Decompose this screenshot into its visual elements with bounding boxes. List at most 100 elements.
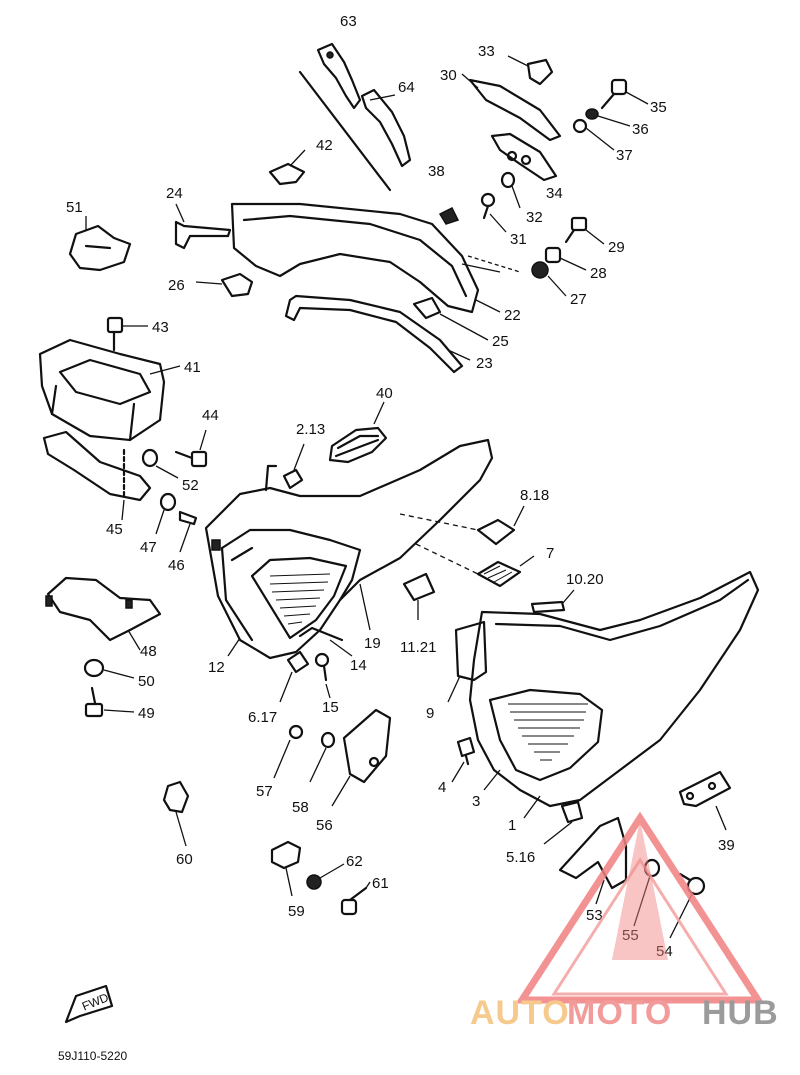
label-9: 9: [426, 705, 434, 722]
damper-26: [195, 272, 254, 298]
washer-36: [585, 108, 631, 127]
label-62: 62: [346, 853, 363, 870]
grommet-2-13: [282, 443, 305, 490]
grommet-38: [438, 206, 460, 225]
clamp-25: [412, 296, 489, 341]
label-14: 14: [350, 657, 367, 674]
label-30: 30: [440, 67, 457, 84]
label-8-18: 8.18: [520, 487, 549, 504]
label-59: 59: [288, 903, 305, 920]
label-58: 58: [292, 799, 309, 816]
bracket-30: [461, 73, 562, 142]
part-labels: 63 64 42 33 30 35 36 37 34 38 32 31 29 2…: [66, 13, 735, 960]
grille: [269, 573, 331, 625]
leader-3: [483, 769, 501, 791]
nut-50: [83, 658, 135, 679]
rod-24: [174, 203, 232, 250]
label-35: 35: [650, 99, 667, 116]
bracket-59: [270, 840, 302, 897]
label-4: 4: [438, 779, 446, 796]
emblem-7: [476, 555, 535, 588]
bracket-34: [490, 132, 558, 182]
collar-52: [141, 448, 179, 479]
screw-15: [314, 652, 331, 699]
label-6-17: 6.17: [248, 709, 277, 726]
label-19: 19: [364, 635, 381, 652]
label-53: 53: [586, 907, 603, 924]
bolt-31: [480, 192, 507, 233]
bolt-29: [564, 216, 605, 245]
bolt-49: [84, 686, 135, 718]
label-60: 60: [176, 851, 193, 868]
label-26: 26: [168, 277, 185, 294]
seal-40: [328, 401, 388, 464]
label-55: 55: [622, 927, 639, 944]
washer-37: [572, 118, 615, 151]
bracket-45: [42, 430, 152, 521]
grommet-6-17: [279, 650, 310, 703]
label-2-13: 2.13: [296, 421, 325, 438]
label-24: 24: [166, 185, 183, 202]
plate-5-16: [543, 800, 584, 845]
battery-box-41: [38, 338, 181, 442]
watermark-auto: AUTO: [470, 994, 570, 1032]
bracket-63: [298, 42, 392, 192]
label-45: 45: [106, 521, 123, 538]
bracket-56: [331, 708, 392, 807]
label-31: 31: [510, 231, 527, 248]
label-34: 34: [546, 185, 563, 202]
label-41: 41: [184, 359, 201, 376]
bolt-4: [451, 736, 476, 783]
label-47: 47: [140, 539, 157, 556]
label-57: 57: [256, 783, 273, 800]
hook-60: [162, 780, 190, 847]
side-cover-left-12: [204, 438, 494, 660]
diagram-code: 59J110-5220: [58, 1049, 127, 1063]
label-11-21: 11.21: [400, 639, 436, 656]
label-10-20: 10.20: [566, 571, 604, 588]
bolt-61: [340, 881, 371, 916]
bracket-line: [264, 464, 278, 492]
label-15: 15: [322, 699, 339, 716]
bracket-48: [45, 576, 162, 651]
label-1: 1: [508, 817, 516, 834]
bolt-35: [600, 78, 649, 110]
bracket-39: [678, 770, 732, 831]
label-36: 36: [632, 121, 649, 138]
label-44: 44: [202, 407, 219, 424]
label-49: 49: [138, 705, 155, 722]
label-52: 52: [182, 477, 199, 494]
washer-32: [500, 171, 521, 209]
label-48: 48: [140, 643, 157, 660]
label-39: 39: [718, 837, 735, 854]
label-51: 51: [66, 199, 83, 216]
side-cover-right-1: [447, 570, 760, 819]
label-23: 23: [476, 355, 493, 372]
tray-22: [230, 202, 501, 314]
plate-42: [268, 149, 306, 186]
label-5-16: 5.16: [506, 849, 535, 866]
bolt-57: [273, 724, 304, 779]
label-37: 37: [616, 147, 633, 164]
cover-14: [298, 626, 353, 657]
label-29: 29: [608, 239, 625, 256]
label-43: 43: [152, 319, 169, 336]
emblem-8-18: [476, 505, 525, 546]
bracket-51: [68, 216, 132, 272]
label-54: 54: [656, 943, 673, 960]
label-32: 32: [526, 209, 543, 226]
label-27: 27: [570, 291, 587, 308]
emblem-10-20: [530, 589, 575, 614]
label-61: 61: [372, 875, 389, 892]
bolt-43: [106, 316, 148, 352]
label-3: 3: [472, 793, 480, 810]
label-33: 33: [478, 43, 495, 60]
label-40: 40: [376, 385, 393, 402]
label-64: 64: [398, 79, 415, 96]
label-28: 28: [590, 265, 607, 282]
label-22: 22: [504, 307, 521, 324]
leader-19: [359, 583, 371, 631]
label-63: 63: [340, 13, 357, 30]
watermark: AUTO MOTO HUB: [470, 811, 778, 1032]
